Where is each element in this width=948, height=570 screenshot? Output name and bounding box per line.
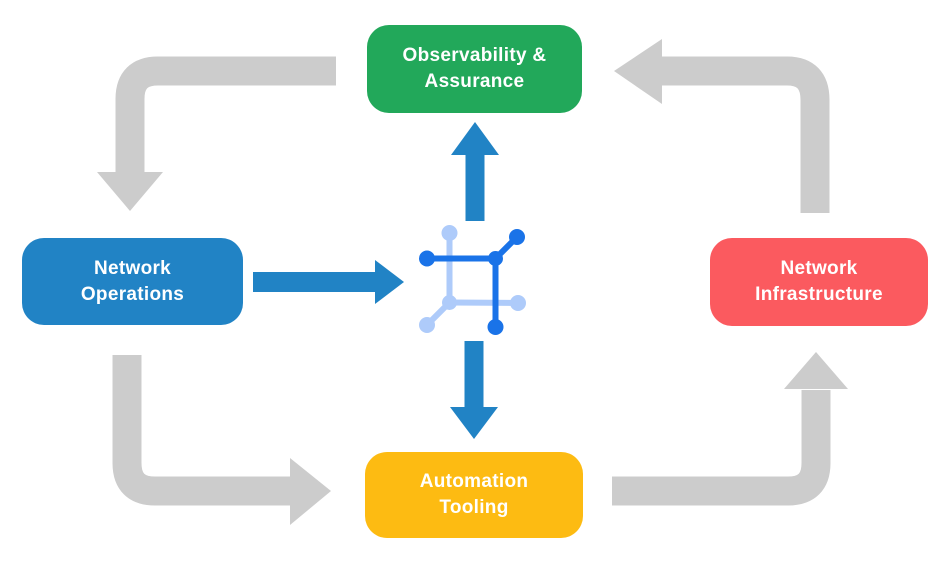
arrow-head: [451, 122, 499, 155]
arrow-shaft: [115, 56, 336, 174]
node-network-infrastructure: Network Infrastructure: [710, 238, 928, 326]
arrow-observability-to-operations: [97, 56, 336, 211]
icon-light-nodes: [419, 225, 526, 333]
arrow-head: [290, 458, 331, 525]
arrow-head: [97, 172, 163, 211]
network-automation-icon: [419, 225, 526, 335]
arrow-shaft: [612, 390, 831, 506]
arrow-shaft: [112, 355, 292, 506]
node-automation-tooling-label: Automation Tooling: [419, 471, 529, 518]
arrow-center-to-observability: [451, 122, 499, 221]
arrow-infrastructure-to-observability: [614, 39, 830, 213]
arrow-head: [784, 352, 848, 389]
node-network-operations: Network Operations: [22, 238, 243, 325]
arrow-shaft: [660, 56, 830, 213]
arrow-center-to-automation: [450, 341, 498, 439]
node-network-infrastructure-label: Network Infrastructure: [755, 258, 883, 305]
arrow-head: [375, 260, 404, 304]
icon-dark-nodes: [419, 229, 525, 335]
arrow-head: [450, 407, 498, 439]
node-observability-assurance-label: Observability & Assurance: [402, 45, 547, 92]
node-observability-assurance: Observability & Assurance: [367, 25, 582, 113]
arrow-automation-to-infrastructure: [612, 352, 848, 506]
node-automation-tooling: Automation Tooling: [365, 452, 583, 538]
arrow-operations-to-center: [253, 260, 404, 304]
arrow-operations-to-automation: [112, 355, 331, 525]
node-network-operations-label: Network Operations: [80, 257, 185, 305]
arrow-head: [614, 39, 662, 104]
